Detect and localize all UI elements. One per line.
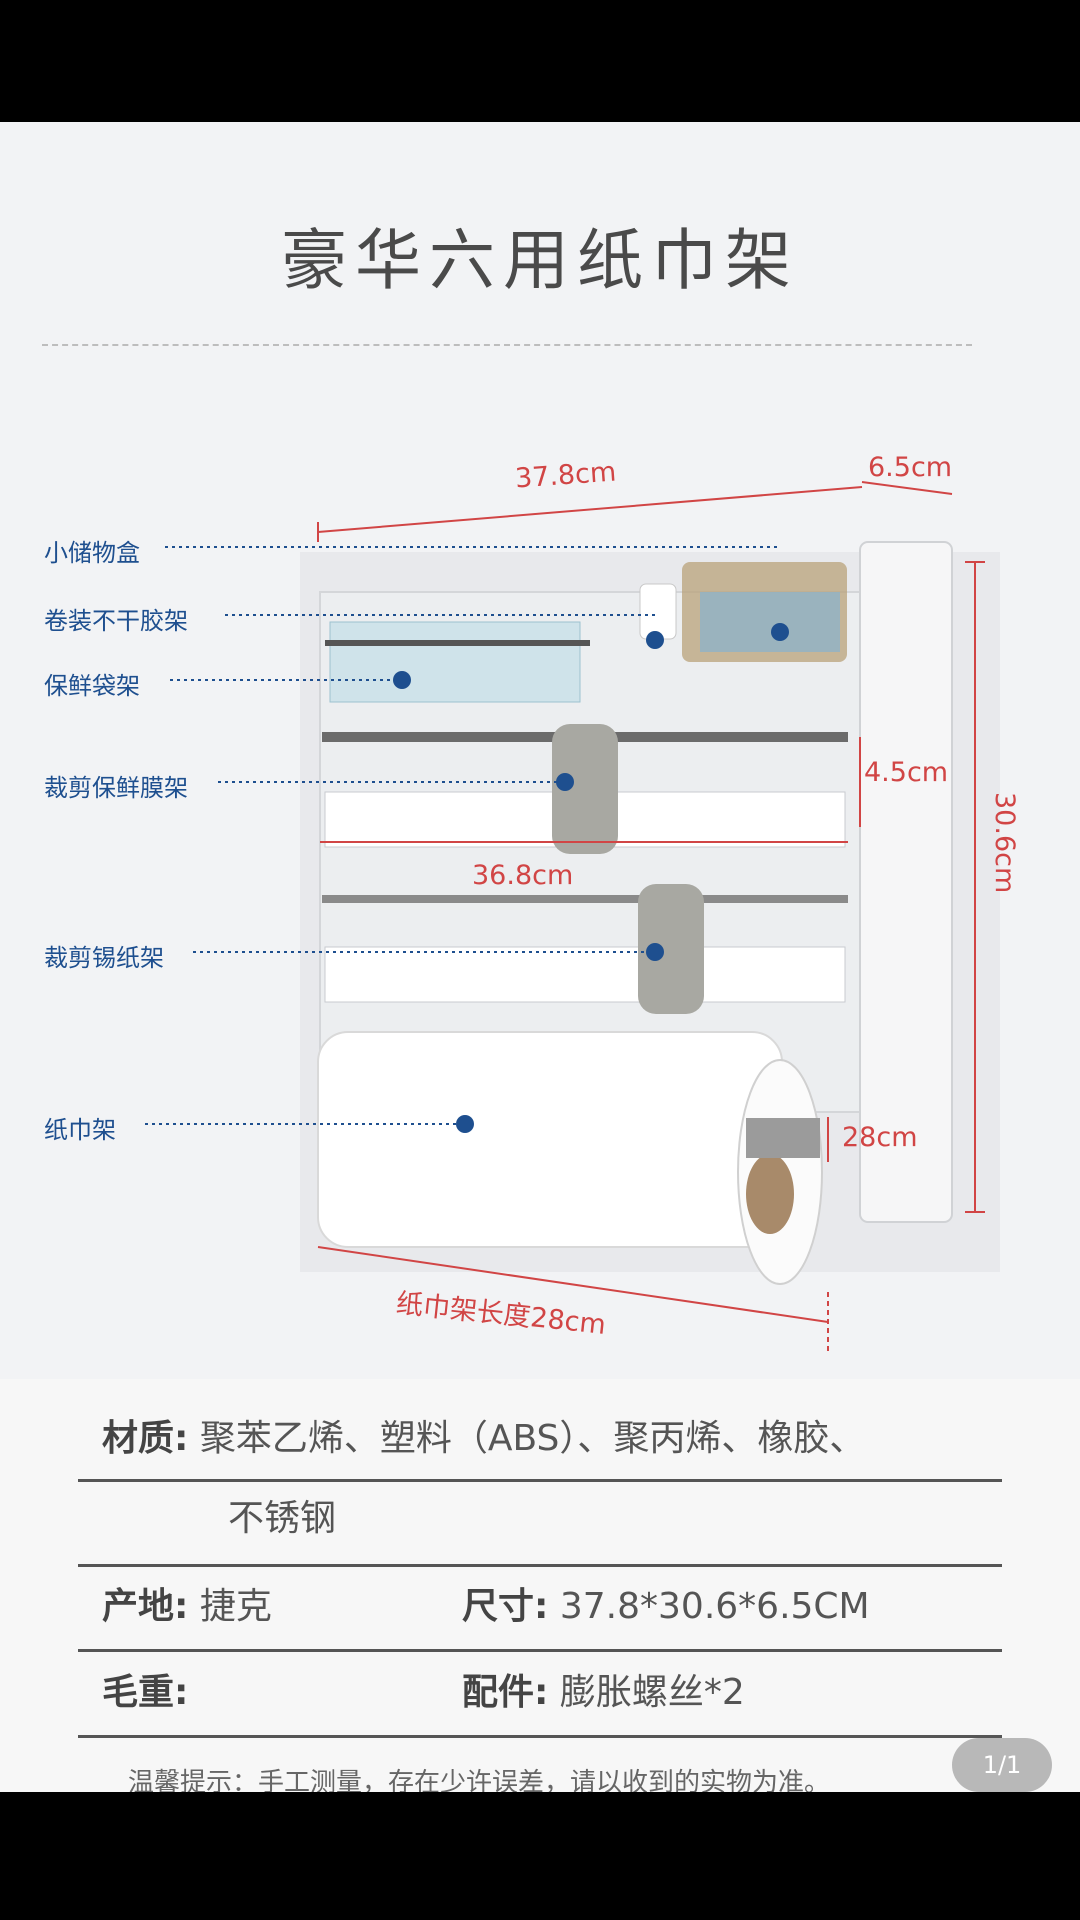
dimension-film-gap: 4.5cm (864, 757, 949, 788)
callout-foil-cutter: 裁剪锡纸架 (44, 944, 164, 972)
spec-divider (78, 1564, 1002, 1567)
callout-towel-holder: 纸巾架 (44, 1116, 116, 1144)
spec-weight: 毛重: (102, 1672, 189, 1713)
spec-divider (78, 1649, 1002, 1652)
page-title: 豪华六用纸巾架 (281, 222, 799, 299)
title-divider (42, 344, 972, 346)
spec-divider (78, 1479, 1002, 1482)
callout-tape-holder: 卷装不干胶架 (44, 607, 188, 635)
measurement-note: 温馨提示：手工测量，存在少许误差，请以收到的实物为准。 (128, 1768, 831, 1792)
dimension-roll-depth: 28cm (842, 1122, 918, 1153)
spec-table: 材质: 聚苯乙烯、塑料（ABS）、聚丙烯、橡胶、 不锈钢 产地: 捷克 尺寸: … (0, 1379, 1080, 1792)
callout-film-cutter: 裁剪保鲜膜架 (44, 774, 188, 802)
product-image[interactable]: 豪华六用纸巾架 (0, 122, 1080, 1792)
dimension-film-width: 36.8cm (472, 860, 574, 891)
spec-accessory: 配件: 膨胀螺丝*2 (462, 1672, 745, 1713)
product-illustration (145, 481, 1000, 1352)
spec-material: 材质: 聚苯乙烯、塑料（ABS）、聚丙烯、橡胶、 (102, 1418, 866, 1459)
callout-storage-box: 小储物盒 (44, 539, 140, 567)
dimension-depth: 6.5cm (868, 452, 953, 483)
dimension-height: 30.6cm (989, 792, 1020, 894)
spec-origin: 产地: 捷克 (102, 1586, 272, 1627)
spec-size: 尺寸: 37.8*30.6*6.5CM (462, 1586, 870, 1627)
spec-divider (78, 1735, 1002, 1738)
page-indicator[interactable]: 1/1 (952, 1738, 1052, 1792)
spec-material-cont: 不锈钢 (228, 1498, 337, 1539)
callout-bag-holder: 保鲜袋架 (44, 672, 140, 700)
